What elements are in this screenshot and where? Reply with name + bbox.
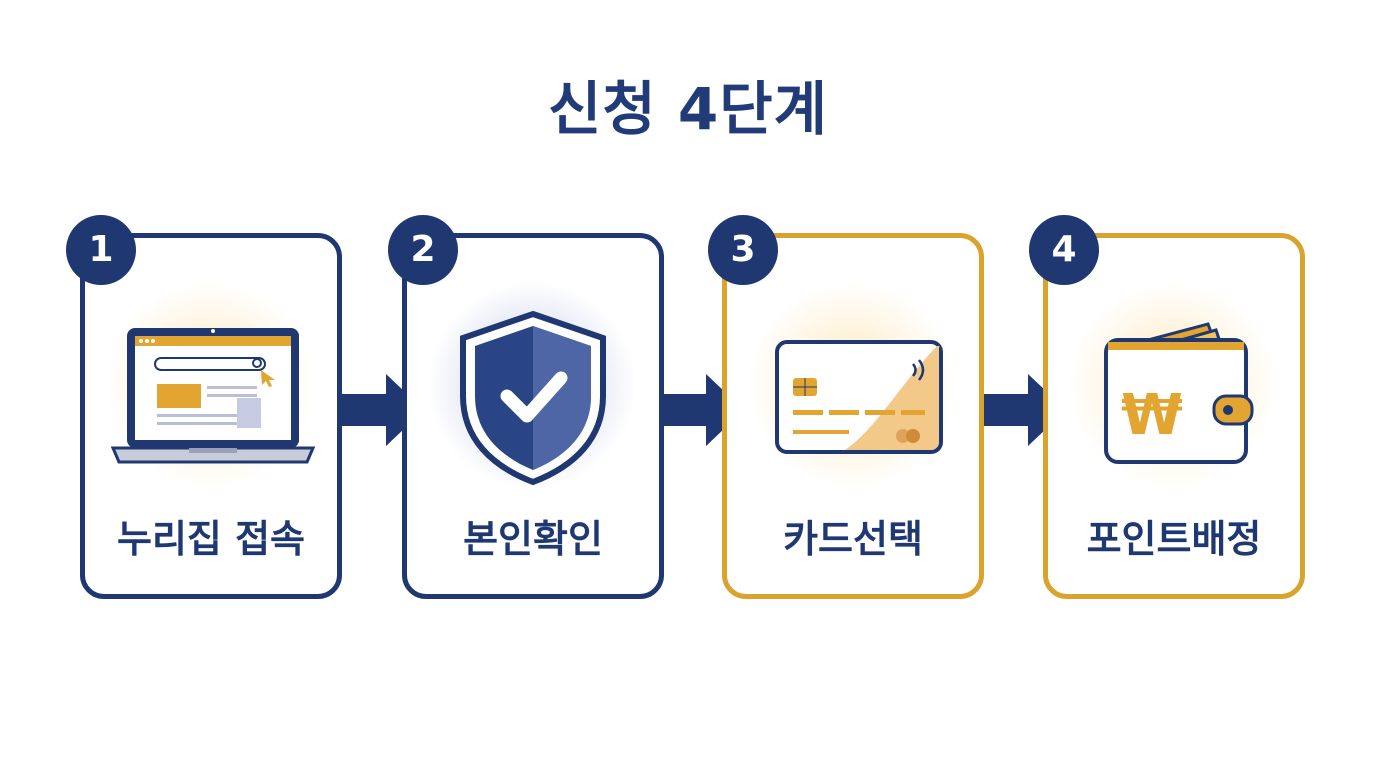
step-card-3: 카드선택 xyxy=(722,233,984,599)
step-card-4: ₩ 포인트배정 xyxy=(1043,233,1305,599)
shield-check-icon xyxy=(460,310,606,486)
step-label-1: 누리집 접속 xyxy=(116,517,306,561)
won-symbol: ₩ xyxy=(1121,383,1183,448)
laptop-icon xyxy=(110,328,316,464)
step-badge-2: 2 xyxy=(388,215,458,285)
step-label-3: 카드선택 xyxy=(783,517,923,561)
step-badge-3: 3 xyxy=(708,215,778,285)
wallet-icon: ₩ xyxy=(1104,322,1254,464)
step-label-2: 본인확인 xyxy=(463,517,603,561)
step-card-2: 본인확인 xyxy=(402,233,664,599)
page-title: 신청 4단계 xyxy=(548,75,828,143)
step-badge-1: 1 xyxy=(66,215,136,285)
step-badge-4: 4 xyxy=(1029,215,1099,285)
credit-card-icon xyxy=(775,340,943,454)
step-label-4: 포인트배정 xyxy=(1086,517,1262,561)
step-card-1: 누리집 접속 xyxy=(80,233,342,599)
